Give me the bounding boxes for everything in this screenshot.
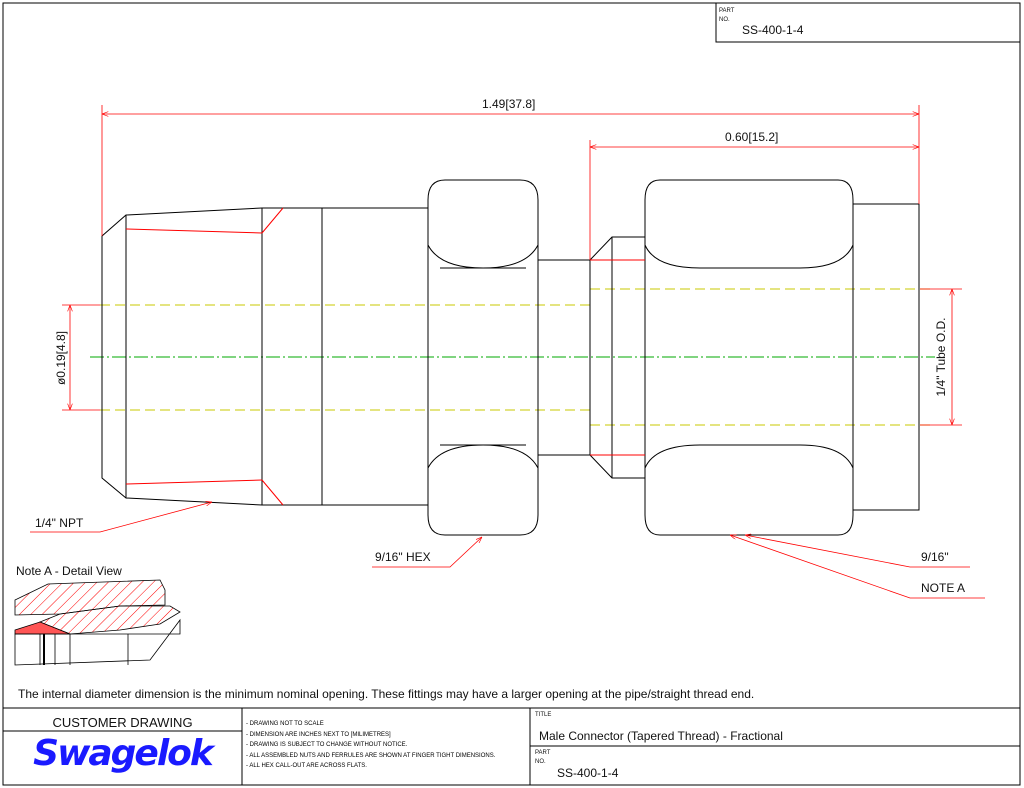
overall-length-dim: 1.49[37.8] [482, 97, 536, 111]
note-item: - DRAWING NOT TO SCALE [246, 721, 324, 727]
title-block-lines [3, 707, 1020, 785]
opening-note: The internal diameter dimension is the m… [18, 687, 755, 701]
drawing-title: Male Connector (Tapered Thread) - Fracti… [539, 729, 783, 743]
fitting-outline [101, 179, 920, 536]
note-item: - ALL HEX CALL-OUT ARE ACROSS FLATS. [246, 763, 367, 769]
min-opening-dim: ø0.19[4.8] [54, 330, 68, 386]
note-item: - DRAWING IS SUBJECT TO CHANGE WITHOUT N… [246, 742, 408, 748]
header-part-number: SS-400-1-4 [742, 23, 804, 37]
detail-view [14, 579, 181, 666]
thread-lines [125, 207, 645, 506]
note-a-callout: NOTE A [921, 581, 966, 595]
note-item: - ALL ASSEMBLED NUTS AND FERRULES ARE SH… [246, 752, 496, 759]
customer-drawing-label: CUSTOMER DRAWING [52, 715, 193, 730]
detail-view-title: Note A - Detail View [16, 564, 122, 578]
hidden-lines [100, 288, 935, 426]
swagelok-logo: Swagelok [33, 733, 214, 774]
dimension-lines [30, 105, 985, 599]
note-item: - DIMENSION ARE INCHES NEXT TO [MILIMETR… [246, 731, 391, 738]
part-box [715, 3, 1020, 43]
hex-callout: 9/16" HEX [375, 550, 431, 564]
nut-hex-callout: 9/16" [921, 550, 949, 564]
npt-callout: 1/4" NPT [35, 516, 84, 530]
tube-od-dim: 1/4" Tube O.D. [934, 317, 948, 397]
drawing-notes: - DRAWING NOT TO SCALE - DIMENSION ARE I… [246, 719, 495, 772]
title-block-part-number: SS-400-1-4 [557, 766, 619, 780]
nut-length-dim: 0.60[15.2] [725, 130, 779, 144]
title-label: TITLE [535, 712, 552, 718]
